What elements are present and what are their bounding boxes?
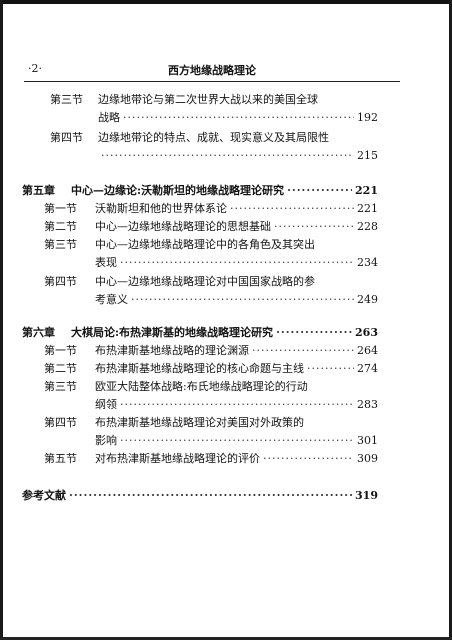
dot-leader xyxy=(69,489,352,503)
toc-entry-number: 第一节 xyxy=(44,344,77,357)
toc-page-number: 249 xyxy=(357,293,378,306)
toc-entry-title: 考意义 xyxy=(95,293,128,306)
toc-entry-number: 第三节 xyxy=(50,93,83,106)
toc-entry-number: 第二节 xyxy=(44,362,77,375)
dot-leader xyxy=(230,202,354,216)
toc-page-number: 309 xyxy=(357,452,378,465)
dot-leader xyxy=(120,256,354,270)
running-title: 西方地缘战略理论 xyxy=(168,64,256,77)
dot-leader xyxy=(263,452,354,466)
dot-leader xyxy=(131,293,354,307)
header-rule xyxy=(24,81,400,82)
toc-entry-title: 对布热津斯基地缘战略理论的评价 xyxy=(95,452,260,465)
toc-entry-title: 中心—边缘地缘战略理论的思想基础 xyxy=(95,220,271,233)
dot-leader xyxy=(276,326,352,340)
toc-page-number: 215 xyxy=(357,149,378,162)
scan-edge-right xyxy=(449,0,452,640)
dot-leader xyxy=(120,398,354,412)
toc-entry-number: 第四节 xyxy=(44,416,77,429)
toc-entry-number: 第三节 xyxy=(44,380,77,393)
page-header: ·2· 西方地缘战略理论 xyxy=(24,60,400,80)
toc-entry-title: 战略 xyxy=(98,111,120,124)
toc-page-number: 319 xyxy=(355,489,378,502)
dot-leader xyxy=(307,362,354,376)
toc-entry-number: 第五节 xyxy=(44,452,77,465)
toc-entry-title: 纲领 xyxy=(95,398,117,411)
dot-leader xyxy=(274,220,354,234)
toc-entry-title: 中心—边缘论:沃勒斯坦的地缘战略理论研究 xyxy=(71,184,285,197)
toc-entry-title: 中心—边缘地缘战略理论中的各角色及其突出 xyxy=(95,238,315,251)
toc-entry-title: 欧亚大陆整体战略:布氏地缘战略理论的行动 xyxy=(95,380,308,393)
toc-page-number: 221 xyxy=(357,202,378,215)
toc-entry-number: 第一节 xyxy=(44,202,77,215)
toc-entry-number: 第四节 xyxy=(50,131,83,144)
scan-edge-bottom xyxy=(0,637,452,640)
toc-page-number: 263 xyxy=(355,326,378,339)
toc-entry-number: 第六章 xyxy=(22,326,55,339)
dot-leader xyxy=(123,111,354,125)
toc-entry-title: 表现 xyxy=(95,256,117,269)
dot-leader xyxy=(287,184,352,198)
toc-entry-title: 中心—边缘地缘战略理论对中国国家战略的参 xyxy=(95,275,315,288)
toc-page-number: 192 xyxy=(357,111,378,124)
toc-entry-number: 第三节 xyxy=(44,238,77,251)
scan-edge-left xyxy=(0,0,3,640)
toc-entry-number: 第二节 xyxy=(44,220,77,233)
toc-entry-number: 第四节 xyxy=(44,275,77,288)
toc-entry-title: 参考文献 xyxy=(22,489,66,502)
toc-entry-number: 第五章 xyxy=(22,184,55,197)
dot-leader xyxy=(252,344,354,358)
toc-entry-title: 边缘地带论与第二次世界大战以来的美国全球 xyxy=(98,93,318,106)
toc-entry-title: 布热津斯基地缘战略的理论渊源 xyxy=(95,344,249,357)
toc-entry-title: 沃勒斯坦和他的世界体系论 xyxy=(95,202,227,215)
toc-page-number: 283 xyxy=(357,398,378,411)
toc-page-number: 274 xyxy=(357,362,378,375)
toc-page-number: 264 xyxy=(357,344,378,357)
toc-page-number: 228 xyxy=(357,220,378,233)
toc-page-number: 234 xyxy=(357,256,378,269)
toc-entry-title: 影响 xyxy=(95,434,117,447)
toc-entry-title: 布热津斯基地缘战略理论对美国对外政策的 xyxy=(95,416,304,429)
toc-entry-title: 边缘地带论的特点、成就、现实意义及其局限性 xyxy=(98,131,329,144)
dot-leader xyxy=(101,149,354,163)
dot-leader xyxy=(120,434,354,448)
toc-entry-title: 大棋局论:布热津斯基的地缘战略理论研究 xyxy=(71,326,274,339)
toc-page-number: 301 xyxy=(357,434,378,447)
toc-page-number: 221 xyxy=(355,184,378,197)
page-number: ·2· xyxy=(28,62,42,75)
toc-entry-title: 布热津斯基地缘战略理论的核心命题与主线 xyxy=(95,362,304,375)
scan-edge-top xyxy=(0,0,452,4)
